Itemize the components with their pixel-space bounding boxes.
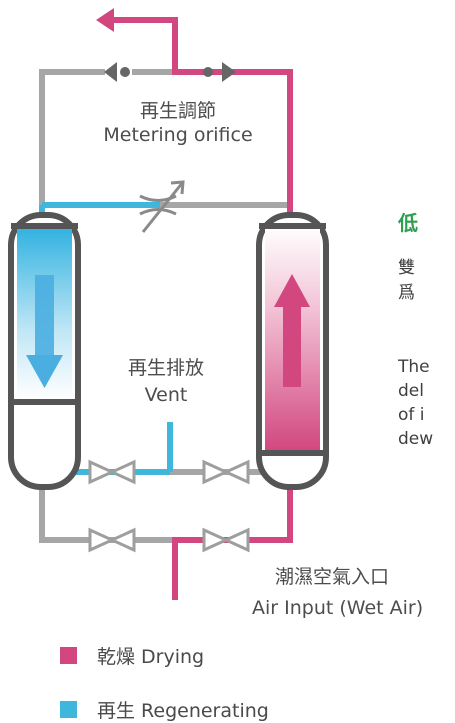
legend-label-drying: 乾燥 Drying [97, 646, 205, 668]
down-arrow-icon [26, 275, 63, 388]
regenerating-swatch [60, 701, 77, 718]
side-text-line-4: del [398, 381, 424, 401]
drying-swatch [60, 647, 77, 664]
vent-label-zh: 再生排放 [127, 357, 205, 379]
valve-upper-left [88, 459, 136, 485]
side-text-line-1: 雙 [398, 258, 415, 278]
legend-label-regenerating: 再生 Regenerating [97, 700, 269, 722]
metering-orifice-label-en: Metering orifice [103, 124, 253, 146]
side-text-line-3: The [398, 357, 430, 377]
air-input-label-en: Air Input (Wet Air) [252, 597, 424, 619]
check-valve-right [203, 62, 236, 82]
up-arrow-icon [274, 274, 310, 387]
valve-lower-right [202, 527, 250, 553]
legend-item-drying: 乾燥 Drying [60, 642, 204, 669]
valve-lower-left [88, 527, 136, 553]
valve-upper-right [202, 459, 250, 485]
check-valve-left [104, 62, 130, 82]
left-vessel [8, 212, 81, 490]
side-text-line-6: dew [398, 429, 434, 449]
side-text-line-5: of i [398, 405, 425, 425]
outlet-arrowhead [96, 8, 114, 32]
right-vessel [256, 212, 329, 490]
side-heading: 低 [398, 211, 418, 235]
air-input-label-zh: 潮濕空氣入口 [275, 566, 390, 588]
vent-label-en: Vent [144, 384, 188, 406]
legend-item-regenerating: 再生 Regenerating [60, 696, 269, 723]
metering-orifice-symbol [139, 180, 185, 233]
metering-orifice-label-zh: 再生調節 [139, 100, 217, 122]
side-text-line-2: 爲 [398, 283, 415, 303]
